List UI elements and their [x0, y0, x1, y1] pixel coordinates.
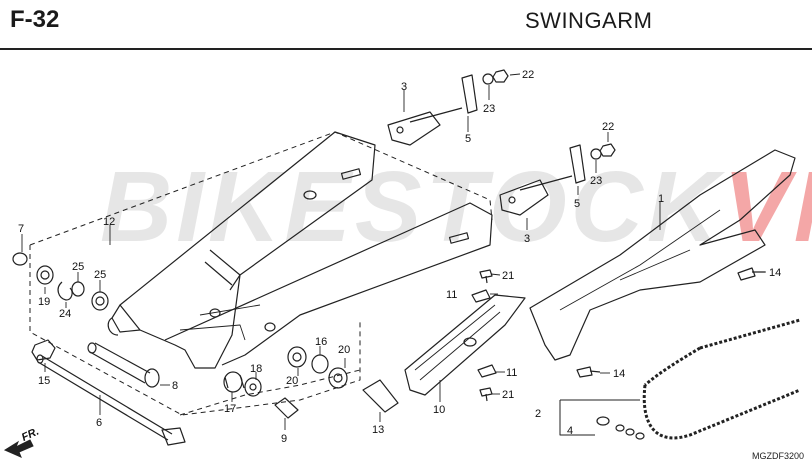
pivot-collar	[87, 342, 160, 388]
callout-17: 17	[224, 403, 236, 415]
swingarm	[107, 131, 493, 369]
callout-24: 24	[59, 308, 71, 320]
bearing-25b	[91, 291, 109, 311]
callout-3b: 3	[524, 233, 530, 245]
callout-9: 9	[281, 433, 287, 445]
pivot-bolt	[36, 354, 186, 446]
callout-19: 19	[38, 296, 50, 308]
svg-text:FR.: FR.	[20, 426, 41, 444]
callout-11a: 11	[446, 289, 457, 301]
adjuster-plate-lower	[569, 144, 586, 184]
callout-22b: 22	[602, 121, 614, 133]
nut-22-lower	[599, 143, 616, 157]
callout-13: 13	[372, 424, 384, 436]
callout-21b: 21	[502, 389, 514, 401]
callout-22a: 22	[522, 69, 534, 81]
callout-4: 4	[567, 425, 573, 437]
screw-21-lower	[479, 387, 493, 402]
chain-slider	[404, 294, 526, 396]
collar-9	[274, 397, 299, 419]
callout-23b: 23	[590, 175, 602, 187]
drive-chain	[642, 318, 801, 440]
bolt-14-upper	[737, 267, 765, 281]
callout-8: 8	[172, 380, 178, 392]
chain-adjuster-lower	[499, 175, 573, 216]
pivot-nut	[31, 339, 56, 361]
callout-7: 7	[18, 223, 24, 235]
collar-13	[362, 379, 399, 413]
nut-22-upper	[492, 69, 509, 83]
clip-11-upper	[471, 289, 491, 303]
callouts: 1 2 3 3 4 5 5 6 7 8 9 10 11 11 12 13 14 …	[18, 69, 781, 445]
washer-23-upper	[482, 73, 494, 85]
page-title: SWINGARM	[525, 8, 653, 33]
callout-20a: 20	[286, 375, 298, 387]
page-code: F-32	[10, 6, 60, 33]
callout-3a: 3	[401, 81, 407, 93]
clip-11-lower	[477, 364, 497, 378]
master-link	[596, 416, 645, 440]
callout-6: 6	[96, 417, 102, 429]
callout-10: 10	[433, 404, 445, 416]
header-rule	[0, 48, 812, 50]
bolt-14-lower	[576, 366, 601, 378]
callout-16: 16	[315, 336, 327, 348]
dust-seal-7	[12, 252, 28, 266]
chain-cover	[529, 149, 796, 361]
callout-11b: 11	[506, 367, 517, 379]
callout-20b: 20	[338, 344, 350, 356]
callout-21a: 21	[502, 270, 514, 282]
callout-25b: 25	[94, 269, 106, 281]
front-direction-arrow: FR.	[3, 426, 41, 458]
page-header: F-32 SWINGARM	[0, 0, 812, 50]
callout-5a: 5	[465, 133, 471, 145]
callout-14b: 14	[613, 368, 625, 380]
screw-21-upper	[479, 269, 493, 284]
circlip-24	[57, 281, 73, 301]
diagram-code: MGZDF3200	[751, 451, 804, 461]
callout-23a: 23	[483, 103, 495, 115]
callout-25a: 25	[72, 261, 84, 273]
chain-adjuster-upper	[387, 107, 463, 146]
callout-14a: 14	[769, 267, 781, 279]
callout-12: 12	[103, 216, 115, 228]
seal-25a	[71, 281, 85, 297]
callout-5b: 5	[574, 198, 580, 210]
callout-2: 2	[535, 408, 541, 420]
washer-23-lower	[590, 148, 602, 160]
callout-1: 1	[658, 193, 664, 205]
callout-18: 18	[250, 363, 262, 375]
adjuster-plate-upper	[461, 74, 478, 114]
bearing-19	[36, 265, 54, 285]
callout-15: 15	[38, 375, 50, 387]
swingarm-diagram: FR. 1 2 3 3 4 5 5 6 7 8 9 10 11 11 12 13…	[3, 69, 801, 458]
center-collars	[223, 346, 348, 397]
